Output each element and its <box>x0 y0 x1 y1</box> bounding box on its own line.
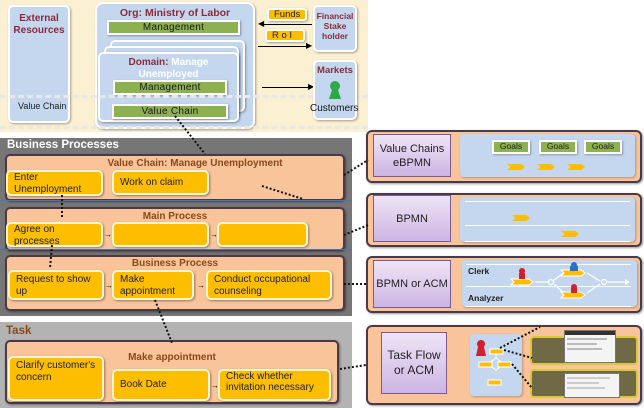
step-clarify-concern[interactable]: Clarify customer's concern <box>8 356 104 401</box>
make-appointment-title: Make appointment <box>128 352 216 363</box>
gateway-icon <box>600 278 608 286</box>
taskflow-graphic <box>476 340 512 386</box>
form-thumbnail-2 <box>564 373 620 398</box>
connector-domain-to-value-chain <box>174 115 206 155</box>
org-title: Org: Ministry of Labor <box>119 7 231 19</box>
connector-task-to-form-1 <box>503 349 533 359</box>
funds-flow-arrow <box>262 24 312 25</box>
red-person-icon <box>519 268 525 274</box>
domain-value-chain-bar[interactable]: Value Chain <box>112 104 228 119</box>
external-value-chain-label: Value Chain <box>18 101 67 111</box>
value-chain-separator <box>0 95 368 98</box>
notation-label-ebpmn: Value Chains eBPMN <box>373 134 451 177</box>
swimlane-line <box>466 286 631 287</box>
org-management-bar[interactable]: Management <box>107 20 240 35</box>
connector-task-to-form-2 <box>511 363 533 389</box>
red-person-icon <box>477 340 485 348</box>
step-conduct-counseling[interactable]: Conduct occupational counseling <box>206 270 332 300</box>
funds-arrowhead-icon: ◀ <box>258 19 265 28</box>
roi-arrowhead-icon: ▶ <box>306 41 313 50</box>
flow-arrow-icon: → <box>104 230 112 239</box>
domain-prefix: Domain: <box>128 57 169 68</box>
value-chain-divider <box>0 200 352 201</box>
financial-stakeholder-box[interactable]: Financial Stake holder <box>313 5 357 52</box>
market-arrowhead-icon: ▶ <box>308 82 315 91</box>
connector-value-chain-to-ebpmn <box>343 159 369 176</box>
domain-name: Manage Unemployed <box>138 57 209 80</box>
lane-label-analyzer: Analyzer <box>468 293 504 303</box>
roi-flow-arrow <box>258 46 310 47</box>
funds-tag[interactable]: Funds <box>267 8 307 21</box>
step-main-3[interactable] <box>217 222 308 247</box>
value-chain-title: Value Chain: Manage Unemployment <box>107 158 283 169</box>
connector-agree-to-request <box>49 244 53 269</box>
connector-main-to-bpmn <box>343 224 369 236</box>
goal-box: Goals <box>584 140 622 154</box>
step-main-2[interactable] <box>112 222 209 247</box>
connector-task-to-taskflow <box>339 364 367 370</box>
markets-label: Markets <box>317 65 353 76</box>
layer-separator <box>0 126 368 129</box>
customers-label: Customers <box>310 103 359 114</box>
flow-arrow-icon: → <box>211 381 219 390</box>
swimlane-line <box>465 201 630 202</box>
step-make-appointment[interactable]: Make appointment <box>112 270 194 300</box>
step-work-on-claim[interactable]: Work on claim <box>112 170 209 195</box>
external-resources-box[interactable]: External Resources Value Chain <box>8 5 70 123</box>
task-chevron-icon <box>512 215 530 221</box>
roi-tag[interactable]: R o I <box>265 29 305 42</box>
task-title: Task <box>6 325 32 337</box>
swimlane-line <box>466 306 631 307</box>
domain-management-bar[interactable]: Management <box>113 80 227 95</box>
step-request-to-show-up[interactable]: Request to show up <box>8 270 104 300</box>
financial-stakeholder-label: Financial Stake holder <box>316 11 354 41</box>
flow-arrow-icon: → <box>210 230 218 239</box>
main-process-divider <box>0 249 352 250</box>
swimlane-line <box>465 225 630 226</box>
acm-flow-graphic <box>509 262 630 299</box>
business-process-title: Business Process <box>131 258 219 269</box>
notation-label-taskflow: Task Flow or ACM <box>381 332 447 394</box>
flow-arrow-icon: → <box>105 281 113 290</box>
swimlane-line <box>465 241 630 242</box>
step-enter-unemployment[interactable]: Enter Unemployment <box>6 170 103 196</box>
step-agree-on-processes[interactable]: Agree on processes <box>6 222 103 247</box>
value-chain-chevron-icon <box>507 164 525 170</box>
task-chevron-icon <box>509 278 534 286</box>
connector-value-chain-internal <box>261 185 304 200</box>
value-chain-chevron-icon <box>567 164 585 170</box>
markets-box[interactable]: Markets <box>313 60 357 120</box>
value-chain-chevron-icon <box>537 164 555 170</box>
form-titlebar <box>565 331 615 335</box>
task-chevron-icon <box>559 269 586 277</box>
task-chevron-icon <box>561 231 579 237</box>
business-processes-title: Business Processes <box>7 139 119 151</box>
goal-box: Goals <box>539 140 577 154</box>
market-flow-arrow <box>262 87 312 88</box>
task-chevron-icon <box>559 291 586 299</box>
gateway-icon <box>547 278 555 286</box>
customer-person-icon <box>329 81 341 99</box>
domain-title: Domain: Manage Unemployed <box>100 57 237 81</box>
notation-label-bpmn-acm: BPMN or ACM <box>373 260 451 308</box>
swimlane-line <box>466 264 631 265</box>
notation-label-bpmn: BPMN <box>373 195 451 242</box>
external-resources-label: External Resources <box>13 13 65 36</box>
flow-arrow-icon: → <box>197 281 205 290</box>
main-process-title: Main Process <box>142 211 208 222</box>
connector-appointment-to-task <box>154 299 173 344</box>
bpmn-preview <box>460 197 635 242</box>
goal-box: Goals <box>492 140 530 154</box>
step-check-invitation[interactable]: Check whether invitation necessary <box>218 369 331 401</box>
step-book-date[interactable]: Book Date <box>112 369 210 401</box>
connector-taskflow-to-acm <box>499 326 541 349</box>
lane-label-clerk: Clerk <box>468 266 490 276</box>
form-thumbnail-1 <box>564 330 616 363</box>
